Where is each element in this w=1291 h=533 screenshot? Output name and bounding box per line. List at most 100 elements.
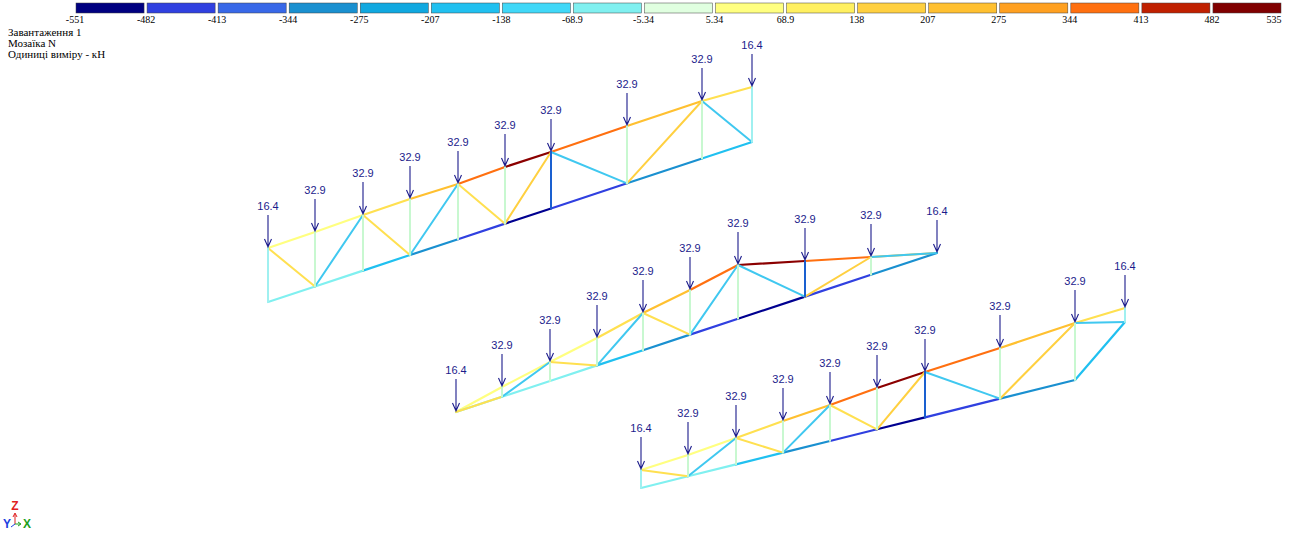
truss-member bbox=[870, 257, 872, 275]
load-value: 32.9 bbox=[351, 168, 374, 179]
truss-member bbox=[550, 365, 597, 381]
truss-member bbox=[551, 183, 627, 208]
legend-value: -68.9 bbox=[562, 15, 583, 25]
truss-member bbox=[550, 152, 552, 208]
load-value: 32.9 bbox=[539, 105, 562, 116]
load-value: 32.9 bbox=[676, 408, 699, 419]
load-arrow bbox=[685, 422, 692, 454]
truss-member bbox=[736, 453, 783, 465]
load-arrow bbox=[453, 379, 460, 411]
truss-member bbox=[1000, 323, 1075, 399]
truss-member bbox=[924, 372, 926, 417]
truss-member bbox=[267, 248, 269, 302]
truss-member bbox=[596, 338, 598, 365]
truss-member bbox=[315, 271, 363, 287]
load-value: 32.9 bbox=[398, 152, 421, 163]
truss-member bbox=[640, 470, 642, 488]
load-arrow bbox=[265, 215, 272, 247]
truss-member bbox=[782, 421, 784, 453]
truss-member bbox=[315, 215, 363, 286]
load-arrow bbox=[922, 339, 929, 371]
truss-member bbox=[641, 455, 688, 470]
truss-member bbox=[626, 126, 628, 183]
truss-member bbox=[456, 397, 502, 412]
load-value: 32.9 bbox=[615, 79, 638, 90]
truss-member bbox=[315, 215, 363, 232]
legend-swatch bbox=[787, 3, 855, 13]
load-value: 32.9 bbox=[446, 137, 469, 148]
truss-member bbox=[687, 455, 689, 476]
legend-swatch bbox=[289, 3, 357, 13]
load-arrow bbox=[687, 257, 694, 289]
truss-member bbox=[643, 335, 690, 351]
load-arrow bbox=[802, 228, 809, 260]
truss-member bbox=[701, 101, 703, 159]
legend-swatch bbox=[431, 3, 499, 13]
legend-swatch bbox=[929, 3, 997, 13]
legend-swatch bbox=[716, 3, 784, 13]
legend-value: 344 bbox=[1062, 15, 1077, 25]
legend-swatch bbox=[858, 3, 926, 13]
load-arrow bbox=[749, 54, 756, 86]
truss-member bbox=[502, 362, 550, 397]
truss-member bbox=[830, 388, 877, 405]
load-arrow bbox=[934, 220, 941, 252]
load-value: 32.9 bbox=[726, 218, 749, 229]
axis-label: Y bbox=[3, 518, 11, 530]
truss-member bbox=[999, 348, 1001, 399]
load-value: 32.9 bbox=[303, 185, 326, 196]
legend-value: 207 bbox=[920, 15, 935, 25]
units-note: Одиниці виміру - кН bbox=[8, 49, 105, 60]
truss-member bbox=[690, 319, 738, 335]
truss-member bbox=[501, 387, 503, 397]
load-arrow bbox=[407, 166, 414, 198]
truss-member bbox=[551, 152, 627, 183]
truss-member bbox=[877, 372, 925, 429]
truss-member bbox=[783, 405, 830, 453]
truss-member bbox=[751, 87, 753, 142]
legend-value: 275 bbox=[991, 15, 1006, 25]
truss-member bbox=[805, 275, 871, 297]
truss-member bbox=[702, 142, 752, 159]
legend-value: -344 bbox=[279, 15, 297, 25]
truss-member bbox=[551, 126, 627, 152]
legend-swatch bbox=[147, 3, 215, 13]
legend-value: 535 bbox=[1267, 15, 1282, 25]
load-arrow bbox=[735, 232, 742, 264]
load-value: 32.9 bbox=[793, 214, 816, 225]
legend-swatch bbox=[644, 3, 712, 13]
load-arrow bbox=[455, 151, 462, 183]
truss-members bbox=[268, 87, 1125, 488]
load-arrow bbox=[499, 354, 506, 386]
truss-member bbox=[641, 476, 688, 488]
load-arrow bbox=[827, 372, 834, 404]
load-arrow bbox=[502, 134, 509, 166]
load-arrow bbox=[874, 355, 881, 387]
load-value: 32.9 bbox=[690, 54, 713, 65]
truss-member bbox=[268, 248, 315, 286]
truss-member bbox=[268, 286, 315, 302]
truss-member bbox=[502, 381, 550, 397]
load-arrow bbox=[780, 388, 787, 420]
truss-member bbox=[925, 372, 1000, 399]
truss-member bbox=[871, 253, 937, 257]
load-value: 32.9 bbox=[859, 210, 882, 221]
legend-swatch bbox=[1000, 3, 1068, 13]
legend-value: 413 bbox=[1133, 15, 1148, 25]
axis-icon bbox=[11, 513, 21, 527]
truss-member bbox=[1124, 308, 1126, 322]
load-value: 32.9 bbox=[1063, 276, 1086, 287]
truss-member bbox=[643, 290, 690, 313]
legend-swatch bbox=[218, 3, 286, 13]
legend-swatch bbox=[1071, 3, 1139, 13]
truss-member bbox=[877, 417, 925, 429]
truss-member bbox=[550, 338, 597, 362]
load-arrow bbox=[640, 280, 647, 312]
truss-member bbox=[410, 184, 458, 255]
load-arrow bbox=[547, 329, 554, 361]
truss-member bbox=[738, 261, 805, 265]
truss-member bbox=[643, 313, 690, 335]
load-arrow bbox=[1072, 290, 1079, 322]
truss-member bbox=[738, 265, 805, 297]
axis-label: Z bbox=[11, 500, 18, 512]
